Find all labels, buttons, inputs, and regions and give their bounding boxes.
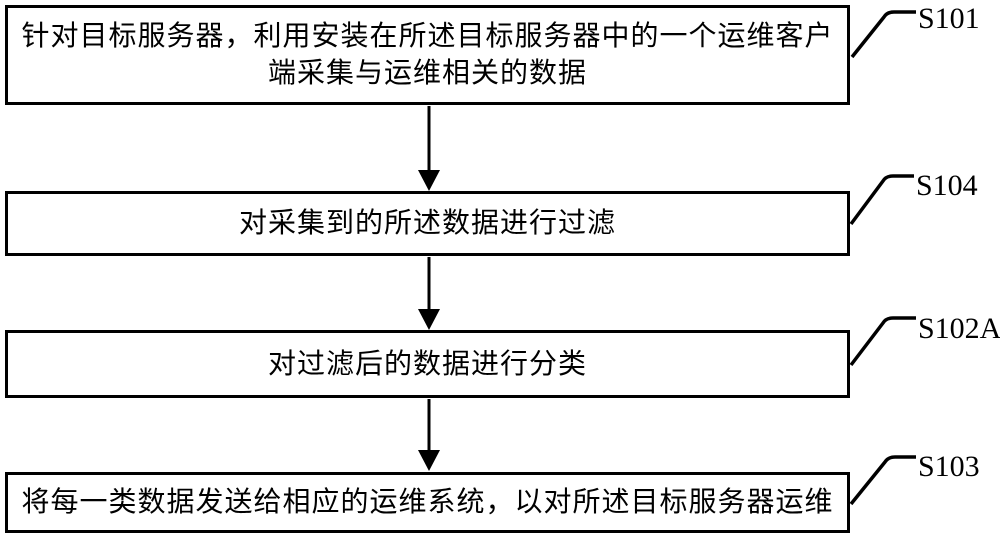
step-text-s102a: 对过滤后的数据进行分类 [267, 348, 587, 380]
step-text-s104: 对采集到的所述数据进行过滤 [238, 208, 616, 239]
down-arrow-icon-1 [418, 106, 440, 191]
down-arrow-icon-2 [418, 257, 440, 330]
step-label-s102a: S102A [918, 312, 1000, 345]
step-text-s101: 针对目标服务器，利用安装在所述目标服务器中的一个运维客户端采集与运维相关的数据 [21, 21, 834, 89]
step-box-s101: 针对目标服务器，利用安装在所述目标服务器中的一个运维客户端采集与运维相关的数据 [5, 5, 850, 105]
leader-line-s102a [849, 316, 916, 367]
leader-line-s101 [850, 10, 916, 59]
leader-line-s104 [849, 174, 914, 226]
step-label-s101: S101 [918, 2, 980, 35]
leader-line-s103 [849, 455, 916, 506]
step-box-s103: 将每一类数据发送给相应的运维系统，以对所述目标服务器运维 [5, 472, 850, 533]
down-arrow-icon-3 [418, 399, 440, 471]
step-label-s104: S104 [916, 169, 978, 202]
step-box-s104: 对采集到的所述数据进行过滤 [5, 191, 850, 256]
step-box-s102a: 对过滤后的数据进行分类 [5, 330, 850, 398]
step-label-s103: S103 [918, 450, 980, 483]
step-text-s103: 将每一类数据发送给相应的运维系统，以对所述目标服务器运维 [21, 487, 834, 518]
